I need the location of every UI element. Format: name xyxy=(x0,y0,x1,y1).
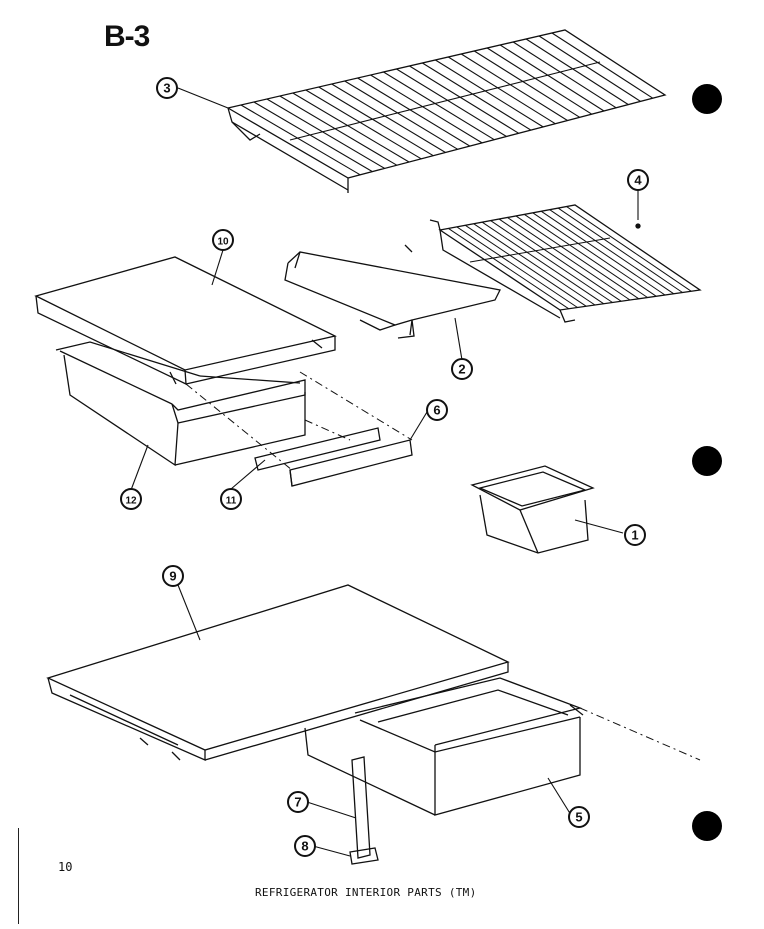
shelf-wire xyxy=(557,207,683,293)
callout-number: 9 xyxy=(169,569,176,584)
callout-9: 9 xyxy=(162,565,184,587)
crisper-cover-lower xyxy=(46,584,510,761)
callout-11: 11 xyxy=(220,488,242,510)
shelf-wire xyxy=(435,59,544,128)
crisper-drawer-lower xyxy=(304,677,584,816)
shelf-wire xyxy=(292,92,410,163)
shelf-wire xyxy=(253,101,373,173)
callout-12: 12 xyxy=(120,488,142,510)
callout-number: 4 xyxy=(634,173,642,188)
shelf-wire xyxy=(525,38,629,106)
callout-number: 3 xyxy=(163,81,170,96)
shelf-wire xyxy=(357,77,471,147)
cover-rear-rail xyxy=(254,427,381,471)
shelf-wire xyxy=(279,95,398,166)
shelf-wire xyxy=(383,71,495,141)
callout-number: 12 xyxy=(125,496,137,507)
callout-4: 4 xyxy=(627,169,649,191)
shelf-wire xyxy=(474,50,580,118)
shelf-wire xyxy=(498,218,622,302)
callout-8: 8 xyxy=(294,835,316,857)
shelf-wire xyxy=(465,224,587,307)
center-support-post xyxy=(351,756,371,859)
alignment-lines xyxy=(185,371,701,761)
callout-number: 6 xyxy=(433,403,440,418)
shelf-wire xyxy=(481,221,605,305)
shelf-wire xyxy=(461,53,568,121)
callout-5: 5 xyxy=(568,806,590,828)
margin-rule xyxy=(18,828,19,924)
shelf-wire xyxy=(456,226,578,308)
figure-caption: REFRIGERATOR INTERIOR PARTS (TM) xyxy=(255,886,477,899)
shelf-wire xyxy=(541,210,666,296)
cover-front-rail xyxy=(289,439,413,487)
registration-dot xyxy=(692,446,722,476)
shelf-wire xyxy=(318,86,434,157)
shelf-wire xyxy=(396,68,507,137)
shelf-wire xyxy=(538,35,641,102)
section-label: B-3 xyxy=(104,20,150,53)
shelf-wire xyxy=(473,223,596,306)
upper-wire-shelf xyxy=(227,29,667,193)
shelf-wire xyxy=(266,98,385,169)
shelf-wire xyxy=(409,65,519,134)
shelf-wire xyxy=(305,89,422,160)
callout-7: 7 xyxy=(287,791,309,813)
registration-dot xyxy=(692,811,722,841)
shelf-wire xyxy=(486,47,593,115)
shelf-wire xyxy=(549,209,675,295)
callout-number: 11 xyxy=(226,496,237,507)
shelf-wire xyxy=(566,206,692,292)
callout-3: 3 xyxy=(156,77,178,99)
callout-number: 10 xyxy=(217,237,229,248)
shelf-wire xyxy=(422,62,532,131)
shelf-wire xyxy=(524,213,648,298)
small-bin xyxy=(470,465,595,554)
shelf-wire xyxy=(515,215,640,300)
crisper-cover-upper xyxy=(34,256,337,386)
callout-1: 1 xyxy=(624,524,646,546)
callout-2: 2 xyxy=(451,358,473,380)
leader-lines xyxy=(130,87,639,857)
callout-number: 8 xyxy=(301,839,308,854)
shelf-wire xyxy=(490,220,613,303)
shelf-wire xyxy=(344,80,458,150)
shelf-wire xyxy=(448,227,570,310)
callout-number: 2 xyxy=(458,362,465,377)
shelf-crossbar xyxy=(289,61,601,141)
shelf-wire xyxy=(448,56,556,125)
callout-number: 7 xyxy=(294,795,301,810)
small-wire-shelf xyxy=(404,204,702,323)
support-foot xyxy=(349,847,379,865)
shelf-wire xyxy=(499,44,605,112)
callout-number: 1 xyxy=(631,528,638,543)
shelf-support-bracket xyxy=(284,251,501,339)
crisper-drawer-upper xyxy=(55,341,306,467)
shelf-wire xyxy=(331,83,446,153)
shelf-crossbar xyxy=(469,237,611,263)
registration-dot xyxy=(692,84,722,114)
shelf-wire xyxy=(240,104,361,176)
shelf-wire xyxy=(532,212,657,297)
callout-number: 5 xyxy=(575,810,582,825)
shelf-wire xyxy=(507,217,631,301)
shelf-wire xyxy=(551,32,654,99)
shelf-wire xyxy=(370,74,483,144)
page-number: 10 xyxy=(58,860,73,874)
callout-10: 10 xyxy=(212,229,234,251)
callout-6: 6 xyxy=(426,399,448,421)
shelf-wire xyxy=(512,41,617,109)
